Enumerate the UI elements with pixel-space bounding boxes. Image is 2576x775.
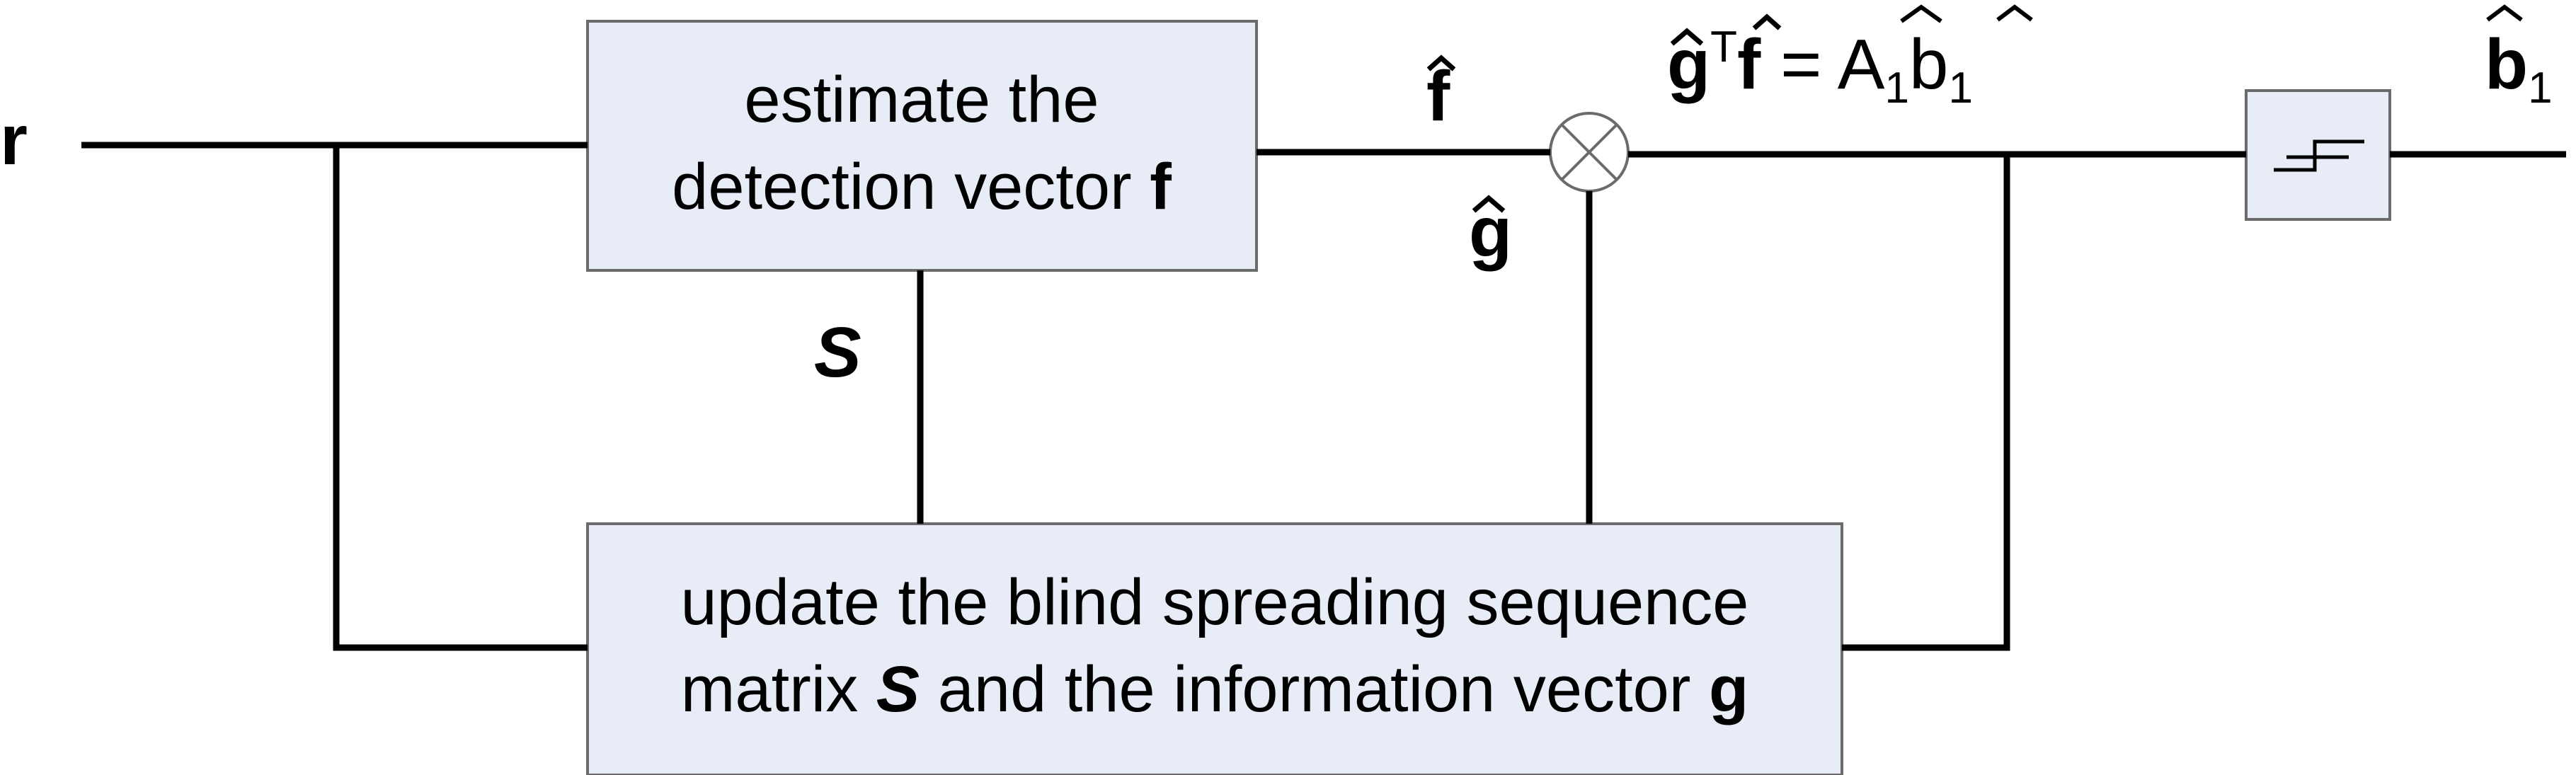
svg-text:b1: b1 — [2485, 25, 2553, 113]
g-hat-label: g — [1469, 193, 1512, 272]
input-r-label: r — [0, 101, 28, 180]
estimate-block-line2: detection vector f — [672, 151, 1172, 223]
update-spreading-matrix-block — [586, 522, 1843, 775]
step-function-icon — [2274, 139, 2364, 172]
multiplier-node — [1549, 112, 1630, 193]
connectors — [81, 142, 2567, 651]
product-feedback-arrow — [1841, 154, 2010, 651]
input-to-update-arrow — [333, 145, 588, 651]
f-hat-label: f — [1426, 54, 1456, 136]
product-expression-label: gTf = A1b1 — [1667, 4, 2033, 113]
update-block-line2: matrix S and the information vector g — [681, 653, 1748, 725]
quantizer-block — [2245, 89, 2391, 221]
output-b-hat-label: b1 — [2485, 4, 2553, 113]
estimate-detection-vector-block — [586, 20, 1258, 272]
estimate-block-line1: estimate the — [744, 64, 1099, 136]
svg-text:g: g — [1469, 193, 1512, 272]
S-feedback-label: S — [814, 313, 861, 392]
svg-text:gTf = A1b1: gTf = A1b1 — [1667, 23, 1973, 113]
update-block-line1: update the blind spreading sequence — [681, 566, 1749, 638]
